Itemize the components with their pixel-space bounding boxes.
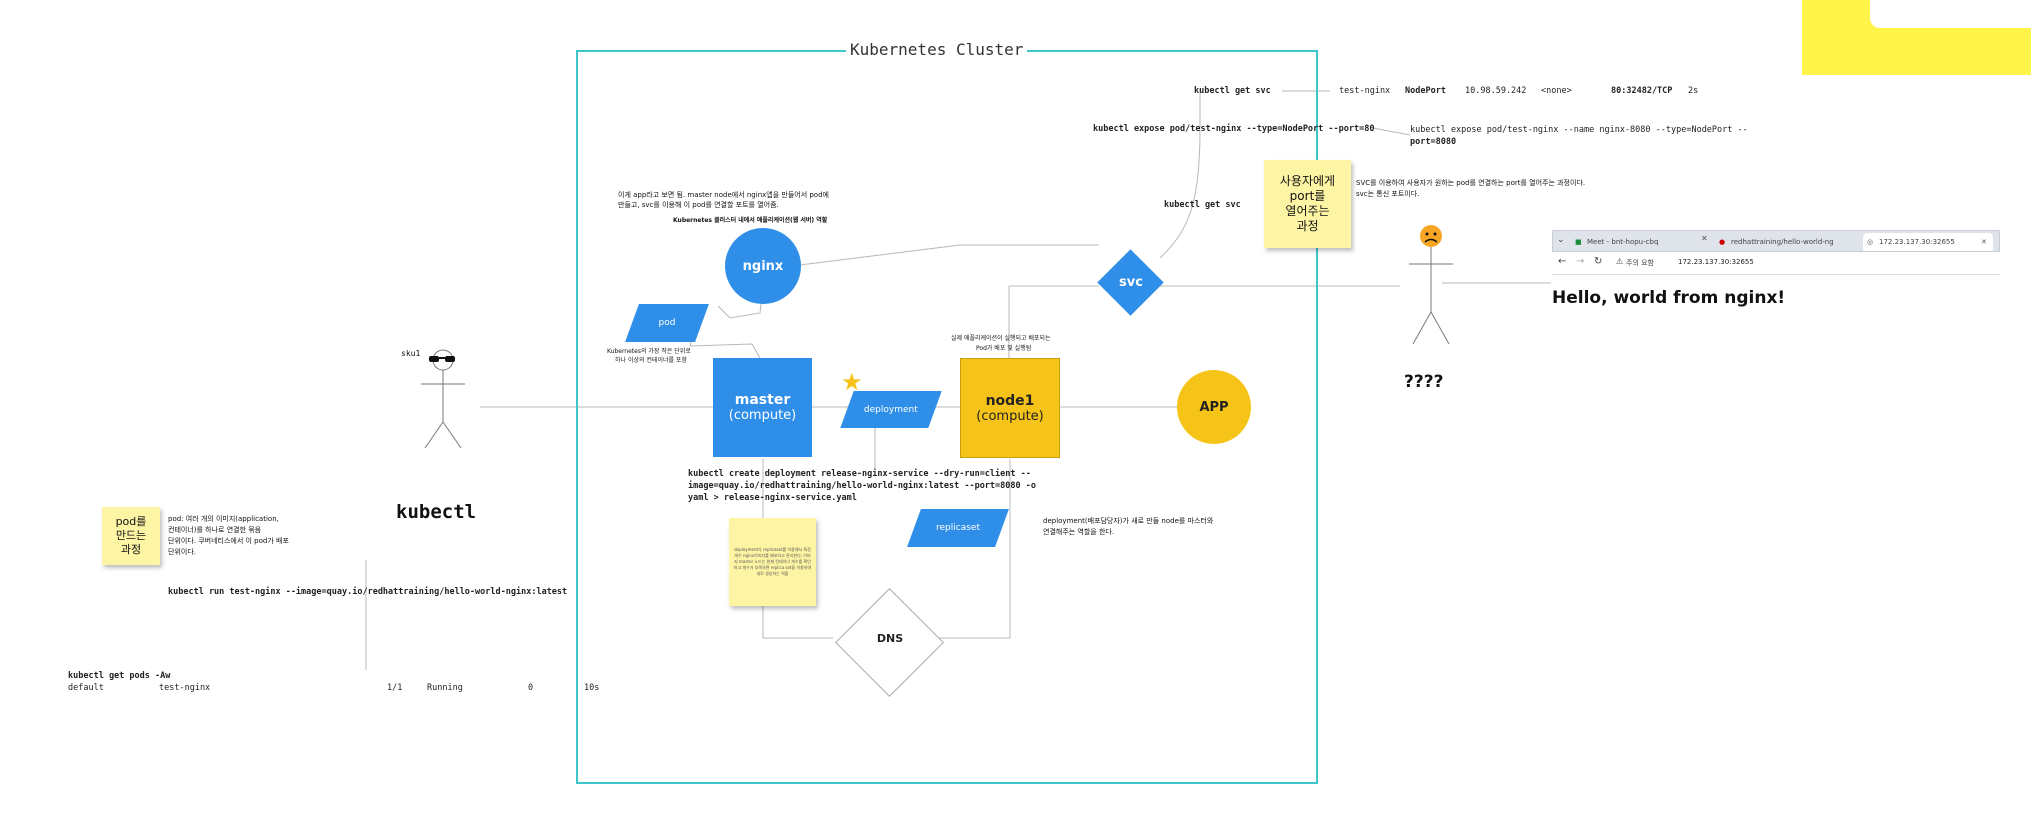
pod-description-line-3: 단위이다. 쿠버네티스에서 이 pod가 배포	[168, 537, 289, 545]
svc-description-line-2: svc는 통신 포트이다.	[1356, 190, 1420, 198]
svc-label: svc	[1119, 275, 1143, 290]
app-node: APP	[1177, 370, 1251, 444]
svc-row-ip: 10.98.59.242	[1465, 86, 1527, 96]
browser-tab-active[interactable]: ◎ 172.23.137.30:32655 ✕	[1863, 233, 1993, 251]
master-title: master	[734, 392, 791, 408]
node1-description-line-2: Pod가 배포 및 실행됨	[976, 345, 1032, 352]
browser-window: ⌄ ■ Meet - bnt-hopu-cbq ◉ ✕ ● redhattrai…	[1552, 230, 2000, 326]
cluster-title: Kubernetes Cluster	[846, 40, 1028, 59]
pod-label: pod	[658, 318, 676, 328]
pod-description-line-2: 컨테이너)를 하나로 연결한 묶음	[168, 526, 262, 534]
replicaset-node: replicaset	[907, 509, 1009, 547]
pod-process-line-3: 과정	[120, 543, 142, 556]
node1-description-line-1: 실제 애플리케이션이 실행되고 배포되는	[951, 335, 1051, 342]
deployment-label: deployment	[864, 404, 918, 415]
master-node: master (compute)	[713, 358, 812, 457]
pods-restarts: 0	[528, 683, 534, 693]
get-svc-command-1: kubectl get svc	[1194, 86, 1271, 96]
star-icon: ★	[841, 368, 863, 396]
end-user-stick-figure	[1409, 225, 1453, 345]
browser-tab-meet-label: Meet - bnt-hopu-cbq	[1587, 238, 1659, 246]
app-label: APP	[1199, 399, 1229, 415]
deployment-sticky-text: deployment가 replicaset를 이용해서 특정 개수 nginx…	[733, 547, 812, 576]
port-process-line-3: 열어주는	[1285, 204, 1330, 218]
expose-command-2b: port=8080	[1410, 137, 1457, 147]
tab-list-chevron-icon[interactable]: ⌄	[1557, 235, 1565, 245]
pod-node: pod	[625, 304, 709, 342]
user-name: sku1	[401, 349, 421, 358]
kubectl-caption: kubectl	[396, 501, 477, 523]
browser-address-bar: ← → ↻ ⚠ 주의 요함 172.23.137.30:32655	[1552, 252, 2000, 275]
pod-process-line-1: pod를	[115, 515, 147, 528]
node1-title: node1	[985, 392, 1035, 409]
svc-description-line-1: SVC를 이용하여 사용자가 원하는 pod를 연결하는 port를 열어주는 …	[1356, 179, 1586, 187]
dns-label: DNS	[876, 632, 904, 645]
reload-icon[interactable]: ↻	[1594, 256, 1603, 267]
get-pods-command: kubectl get pods -Aw	[68, 671, 171, 681]
nginx-description-line-1: 이게 app라고 보면 됨. master node에서 nginx앱을 만들어…	[618, 191, 829, 199]
port-process-sticky: 사용자에게 port를 열어주는 과정	[1264, 160, 1351, 248]
pod-description-line-1: pod: 여러 개의 이미지(application,	[168, 515, 279, 523]
run-command: kubectl run test-nginx --image=quay.io/r…	[168, 587, 568, 597]
user-stick-figure	[421, 349, 465, 449]
port-process-line-4: 과정	[1296, 219, 1319, 233]
browser-page-text: Hello, world from nginx!	[1552, 288, 1786, 308]
nginx-label: nginx	[742, 258, 784, 274]
pods-age: 10s	[584, 683, 600, 693]
replicaset-description-line-1: deployment(배포담당자)가 새로 만들 node를 마스터와	[1043, 517, 1214, 525]
deployment-sticky-note: deployment가 replicaset를 이용해서 특정 개수 nginx…	[729, 518, 816, 606]
master-description-line-1: Kubernetes의 가장 작은 단위로	[607, 348, 691, 355]
svc-row-age: 2s	[1688, 86, 1699, 96]
replicaset-label: replicaset	[936, 523, 980, 533]
master-description-line-2: 하나 이상의 컨테이너를 포함	[615, 357, 687, 364]
back-arrow-icon[interactable]: ←	[1558, 256, 1567, 267]
globe-favicon-icon: ◎	[1867, 238, 1874, 246]
nginx-description-line-2: 만들고, svc를 이용해 이 pod를 연결할 포트를 열어줌.	[618, 201, 779, 209]
node1-subtitle: (compute)	[976, 408, 1044, 424]
browser-tab-redhat[interactable]: ● redhattraining/hello-world-ng	[1715, 233, 1833, 251]
port-process-line-2: port를	[1289, 189, 1326, 203]
pods-status: Running	[427, 683, 463, 693]
browser-tab-redhat-label: redhattraining/hello-world-ng	[1731, 238, 1833, 246]
redhat-favicon-icon: ●	[1719, 238, 1726, 246]
nginx-role: Kubernetes 클러스터 내에서 애플리케이션(웹 서버) 역할	[673, 217, 828, 224]
deployment-node: deployment	[840, 391, 942, 428]
nginx-node: nginx	[725, 228, 801, 304]
sunglasses-icon	[429, 356, 455, 362]
svc-row-name: test-nginx	[1339, 86, 1391, 96]
corner-decoration-inner	[1870, 0, 2031, 28]
expose-command-2a: kubectl expose pod/test-nginx --name ngi…	[1410, 125, 1748, 135]
active-tab-close-icon[interactable]: ✕	[1981, 238, 1987, 246]
browser-tab-active-label: 172.23.137.30:32655	[1879, 238, 1955, 246]
svc-row-port: 80:32482/TCP	[1611, 86, 1673, 96]
pod-process-line-2: 만드는	[115, 529, 147, 542]
pods-name: test-nginx	[159, 683, 211, 693]
meet-favicon-icon: ■	[1575, 238, 1582, 246]
svc-row-external: <none>	[1541, 86, 1572, 96]
expose-command-1: kubectl expose pod/test-nginx --type=Nod…	[1093, 124, 1375, 134]
browser-tab-bar: ⌄ ■ Meet - bnt-hopu-cbq ◉ ✕ ● redhattrai…	[1552, 230, 2000, 252]
pod-description-line-4: 단위이다.	[168, 548, 196, 556]
forward-arrow-icon[interactable]: →	[1576, 256, 1585, 267]
create-deployment-line-2: image=quay.io/redhattraining/hello-world…	[688, 481, 1036, 491]
security-status[interactable]: 주의 요함	[1626, 259, 1654, 267]
worried-face-icon	[1420, 225, 1442, 247]
svc-row-type: NodePort	[1405, 86, 1446, 96]
url-field[interactable]: 172.23.137.30:32655	[1678, 258, 1754, 266]
node1-node: node1 (compute)	[960, 358, 1060, 458]
browser-tab-meet[interactable]: ■ Meet - bnt-hopu-cbq ◉	[1571, 233, 1689, 251]
pods-ready: 1/1	[387, 683, 403, 693]
end-user-caption: ????	[1404, 372, 1444, 392]
create-deployment-line-1: kubectl create deployment release-nginx-…	[688, 469, 1031, 479]
get-svc-command-2: kubectl get svc	[1164, 200, 1241, 210]
warning-icon: ⚠	[1616, 257, 1624, 266]
port-process-line-1: 사용자에게	[1279, 174, 1336, 188]
replicaset-description-line-2: 연결해주는 역할을 한다.	[1043, 528, 1115, 536]
tab-close-icon[interactable]: ✕	[1701, 234, 1708, 243]
create-deployment-line-3: yaml > release-nginx-service.yaml	[688, 493, 857, 503]
master-subtitle: (compute)	[728, 408, 797, 423]
pods-namespace: default	[68, 683, 104, 693]
pod-process-sticky: pod를 만드는 과정	[102, 507, 160, 565]
